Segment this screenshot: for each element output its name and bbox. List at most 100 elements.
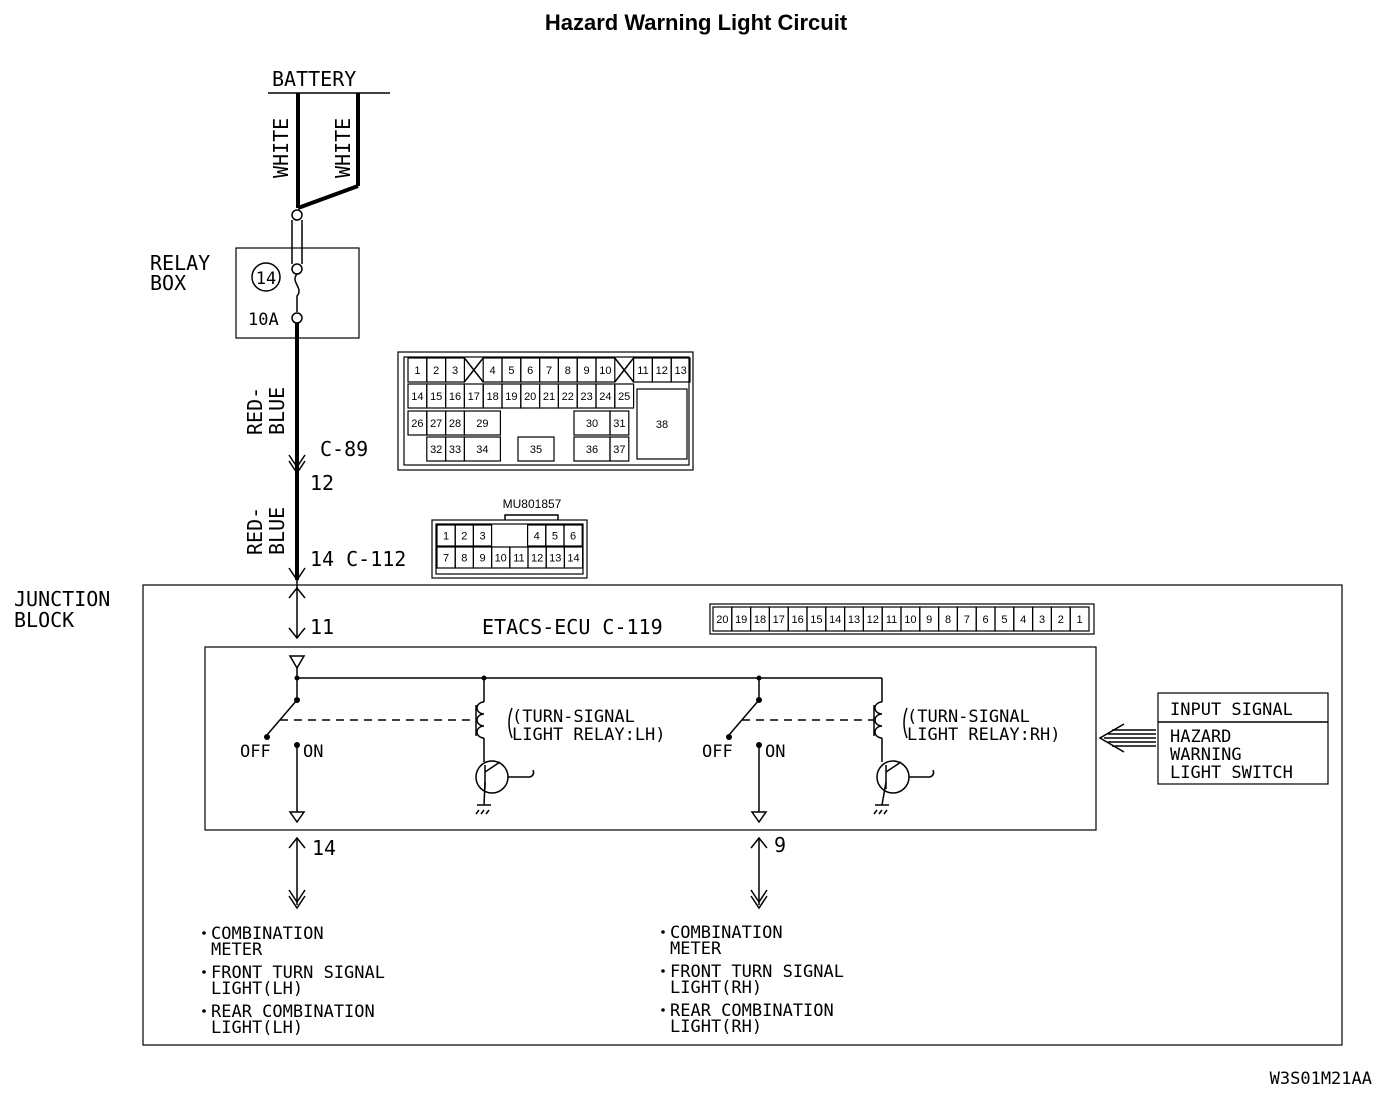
- c119-pin-15: 15: [810, 614, 822, 626]
- connector-mark-c89: [288, 454, 306, 475]
- c119-pin-10: 10: [904, 614, 916, 626]
- bullet-icon: [202, 1009, 206, 1013]
- c89-pin-13-cell: [670, 357, 691, 383]
- output-lh-item-1-line2: LIGHT(LH): [211, 979, 303, 999]
- connector-c112-label: 14 C-112: [310, 547, 406, 571]
- battery: BATTERY WHITE WHITE: [268, 67, 390, 210]
- c89-pin-25: 25: [618, 391, 630, 403]
- connector-c89-label: C-89: [320, 437, 368, 461]
- c89-pin-29: 29: [476, 418, 488, 430]
- relay-lh-label-2: LIGHT RELAY:LH): [512, 725, 666, 745]
- c119-pin-6: 6: [983, 614, 989, 626]
- c89-pin-20: 20: [524, 391, 536, 403]
- c89-pin-3: 3: [452, 365, 458, 377]
- c89-pin-36: 36: [586, 444, 598, 456]
- c112-pin-3: 3: [479, 531, 485, 543]
- c119-pin-13: 13: [848, 614, 860, 626]
- c89-pin-2: 2: [433, 365, 439, 377]
- output-rh-item-2-line2: LIGHT(RH): [670, 1017, 762, 1037]
- c89-pin-24: 24: [599, 391, 611, 403]
- c89-pin-12: 12: [656, 365, 668, 377]
- c89-pin-29-cell: [463, 410, 501, 436]
- battery-label: BATTERY: [272, 67, 356, 91]
- output-rh-item-0-line1: COMBINATION: [670, 923, 783, 943]
- c89-pin-7: 7: [546, 365, 552, 377]
- wire-color-red-blue-lower: RED-: [243, 507, 267, 555]
- c119-pin-4: 4: [1020, 614, 1026, 626]
- wire-color-white-left: WHITE: [269, 118, 293, 178]
- c119-pin-1-cell: [1069, 606, 1090, 632]
- connector-c112-part-number: MU801857: [503, 497, 562, 511]
- c112-pin-11: 11: [513, 553, 524, 565]
- c112-pin-12: 12: [531, 553, 543, 565]
- c89-pin-35-cell: [517, 436, 555, 462]
- c89-pin-5: 5: [508, 365, 514, 377]
- switch-on-label-rh: ON: [765, 742, 785, 762]
- c89-pin-27: 27: [430, 418, 442, 430]
- c89-pin-1: 1: [414, 365, 420, 377]
- c119-pin-19: 19: [735, 614, 747, 626]
- junction-block: [142, 584, 1343, 1046]
- junction-block-label: JUNCTION: [14, 587, 110, 611]
- c112-pin-14-cell: [563, 546, 584, 569]
- c119-pin-18: 18: [754, 614, 766, 626]
- c89-pin-4: 4: [490, 365, 496, 377]
- transistor-icon-lh: [475, 760, 509, 794]
- c89-pin-33: 33: [449, 444, 461, 456]
- c89-pin-22: 22: [562, 391, 574, 403]
- c89-pin-21: 21: [543, 391, 555, 403]
- c89-pin-3-cell: [445, 357, 466, 383]
- c112-pin-3-cell: [472, 524, 493, 547]
- turn-signal-relay-rh: OFF ON (TURN-SIGNAL LIGHT RELAY:RH): [702, 678, 1061, 824]
- output-lh-item-1-line1: FRONT TURN SIGNAL: [211, 963, 385, 983]
- c112-pin-5: 5: [552, 531, 558, 543]
- c89-pin-30: 30: [586, 418, 598, 430]
- c112-pin-10: 10: [495, 553, 507, 565]
- bullet-icon: [202, 931, 206, 935]
- figure-code: W3S01M21AA: [1270, 1069, 1372, 1089]
- c89-pin-32: 32: [430, 444, 442, 456]
- c89-pin-23: 23: [580, 391, 592, 403]
- c119-pin-3: 3: [1039, 614, 1045, 626]
- hazard-switch-label-2: WARNING: [1170, 745, 1242, 765]
- c112-pin-7: 7: [443, 553, 449, 565]
- output-lh-item-2-line2: LIGHT(LH): [211, 1018, 303, 1038]
- c89-pin-17: 17: [468, 391, 480, 403]
- c119-pin-16: 16: [791, 614, 803, 626]
- c112-pin-8: 8: [461, 553, 467, 565]
- c119-pin-8: 8: [945, 614, 951, 626]
- c89-pin-8: 8: [565, 365, 571, 377]
- input-signal-header: INPUT SIGNAL: [1170, 700, 1293, 720]
- relay-coil-icon-rh: [874, 701, 883, 739]
- c89-pin-14: 14: [411, 391, 423, 403]
- c89-pin-9: 9: [584, 365, 590, 377]
- c119-pin-14: 14: [829, 614, 841, 626]
- output-lh-pin: 14: [312, 836, 336, 860]
- c112-pin-6: 6: [570, 531, 576, 543]
- c89-pin-28: 28: [449, 418, 461, 430]
- wire-color-red-blue-lower-2: BLUE: [265, 507, 289, 555]
- switch-off-label-rh: OFF: [702, 742, 733, 762]
- fuse-number-circle: [251, 262, 281, 292]
- c89-pin-25-cell: [614, 383, 635, 409]
- output-rh-item-0-line2: METER: [670, 939, 722, 959]
- hazard-switch-label: HAZARD: [1170, 727, 1231, 747]
- c89-pin-15: 15: [430, 391, 442, 403]
- c119-pin-2: 2: [1058, 614, 1064, 626]
- output-lh-item-2-line1: REAR COMBINATION: [211, 1002, 375, 1022]
- c119-pin-11: 11: [886, 614, 897, 626]
- output-lh-item-0-line1: COMBINATION: [211, 924, 324, 944]
- c89-pin-10-cell: [595, 357, 616, 383]
- bullet-icon: [202, 970, 206, 974]
- output-rh-item-1-line1: FRONT TURN SIGNAL: [670, 962, 844, 982]
- c112-pin-13: 13: [549, 553, 561, 565]
- switch-contact-lh: [266, 699, 298, 736]
